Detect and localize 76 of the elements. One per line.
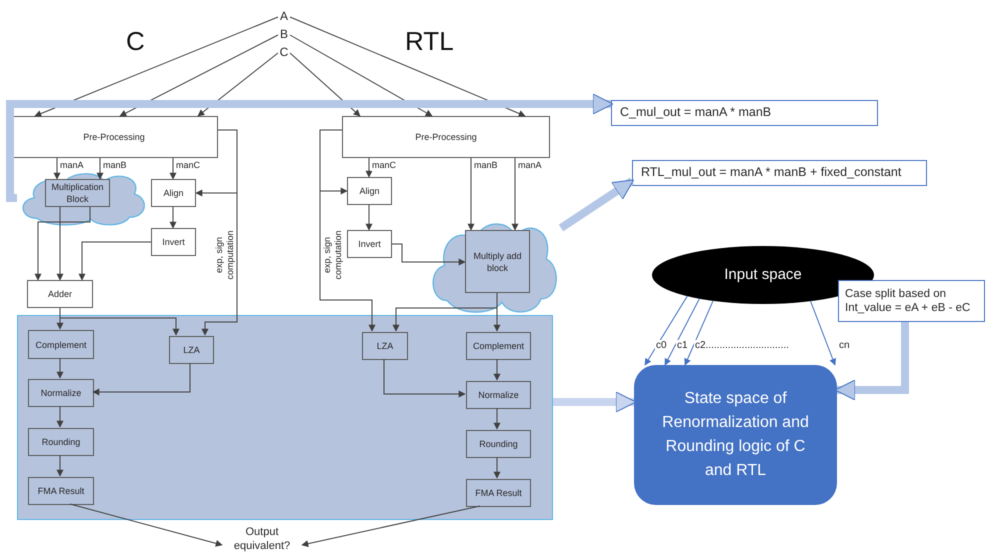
section-heading: RTL	[405, 26, 454, 57]
arrow	[170, 158, 176, 180]
process-box: Complement	[28, 330, 94, 359]
arrow	[290, 16, 526, 117]
process-box: Complement	[466, 332, 531, 360]
formula-box: RTL_mul_out = manA * manB + fixed_constant	[632, 160, 927, 186]
arrow	[56, 206, 64, 281]
arrow	[494, 358, 500, 381]
arrow	[202, 130, 238, 336]
arrow	[684, 300, 714, 366]
arrow	[56, 406, 64, 428]
process-box: Adder	[27, 280, 93, 308]
arrow	[320, 130, 376, 332]
formula-box: C_mul_out = manA * manB	[611, 100, 878, 126]
process-box: Pre-Processing	[342, 116, 550, 158]
arrow	[54, 158, 60, 180]
rounded-box: State space of Renormalization and Rounding logic of C and RTL	[634, 365, 837, 505]
arrow	[810, 300, 836, 366]
edge-label: c0	[655, 340, 668, 351]
process-box: Align	[347, 177, 392, 205]
edge-label: manB	[473, 160, 499, 171]
arrow	[290, 52, 361, 116]
arrow	[392, 244, 466, 266]
process-box: Invert	[151, 228, 196, 256]
input-label: A	[278, 9, 290, 24]
arrow	[96, 158, 104, 180]
shaded-region	[17, 315, 553, 520]
input-label: C	[278, 45, 290, 60]
arrow	[56, 358, 64, 379]
process-box: FMA Result	[466, 479, 531, 507]
process-box: Rounding	[28, 428, 94, 456]
block-arrow	[6, 94, 614, 202]
edge-label: cn	[838, 340, 851, 351]
arrow	[56, 454, 64, 477]
arrow	[301, 506, 480, 548]
arrow	[494, 408, 500, 430]
input-label: B	[278, 27, 290, 42]
arrow	[664, 298, 700, 366]
process-box: Multiplication Block	[45, 179, 110, 207]
process-box: Align	[151, 179, 196, 207]
arrow	[644, 296, 688, 366]
block-arrow	[834, 322, 909, 400]
arrow	[119, 34, 278, 116]
arrow	[34, 206, 90, 281]
process-box: FMA Result	[28, 477, 94, 505]
arrow	[170, 206, 176, 229]
process-box: LZA	[362, 332, 408, 360]
edge-label: manA	[517, 160, 543, 171]
process-box: Rounding	[466, 430, 531, 458]
process-box: Invert	[347, 230, 392, 258]
note-box: Case split based on Int_value = eA + eB - eC	[838, 280, 985, 322]
process-box: Normalize	[466, 381, 531, 409]
edge-label: c2..............................	[694, 340, 790, 351]
arrow	[290, 34, 433, 116]
arrow	[34, 16, 278, 117]
arrow	[92, 362, 190, 396]
edge-label: manC	[175, 160, 202, 171]
edge-label: c1	[676, 340, 689, 351]
arrow	[78, 242, 152, 281]
section-heading: C	[126, 26, 145, 57]
edge-label: manC	[371, 160, 398, 171]
edge-label: manB	[102, 160, 128, 171]
arrow	[366, 158, 372, 178]
block-arrow	[558, 178, 634, 232]
question-text: Output equivalent?	[222, 525, 302, 557]
arrow	[494, 456, 500, 479]
process-box: LZA	[169, 336, 214, 364]
arrow	[512, 158, 518, 231]
arrow	[366, 204, 372, 231]
block-arrow	[553, 392, 636, 412]
edge-label: manA	[59, 160, 85, 171]
process-box: Multiply add block	[465, 230, 530, 293]
arrow	[197, 52, 278, 116]
process-box: Normalize	[28, 379, 94, 407]
arrow	[468, 158, 474, 231]
arrow	[384, 358, 466, 398]
